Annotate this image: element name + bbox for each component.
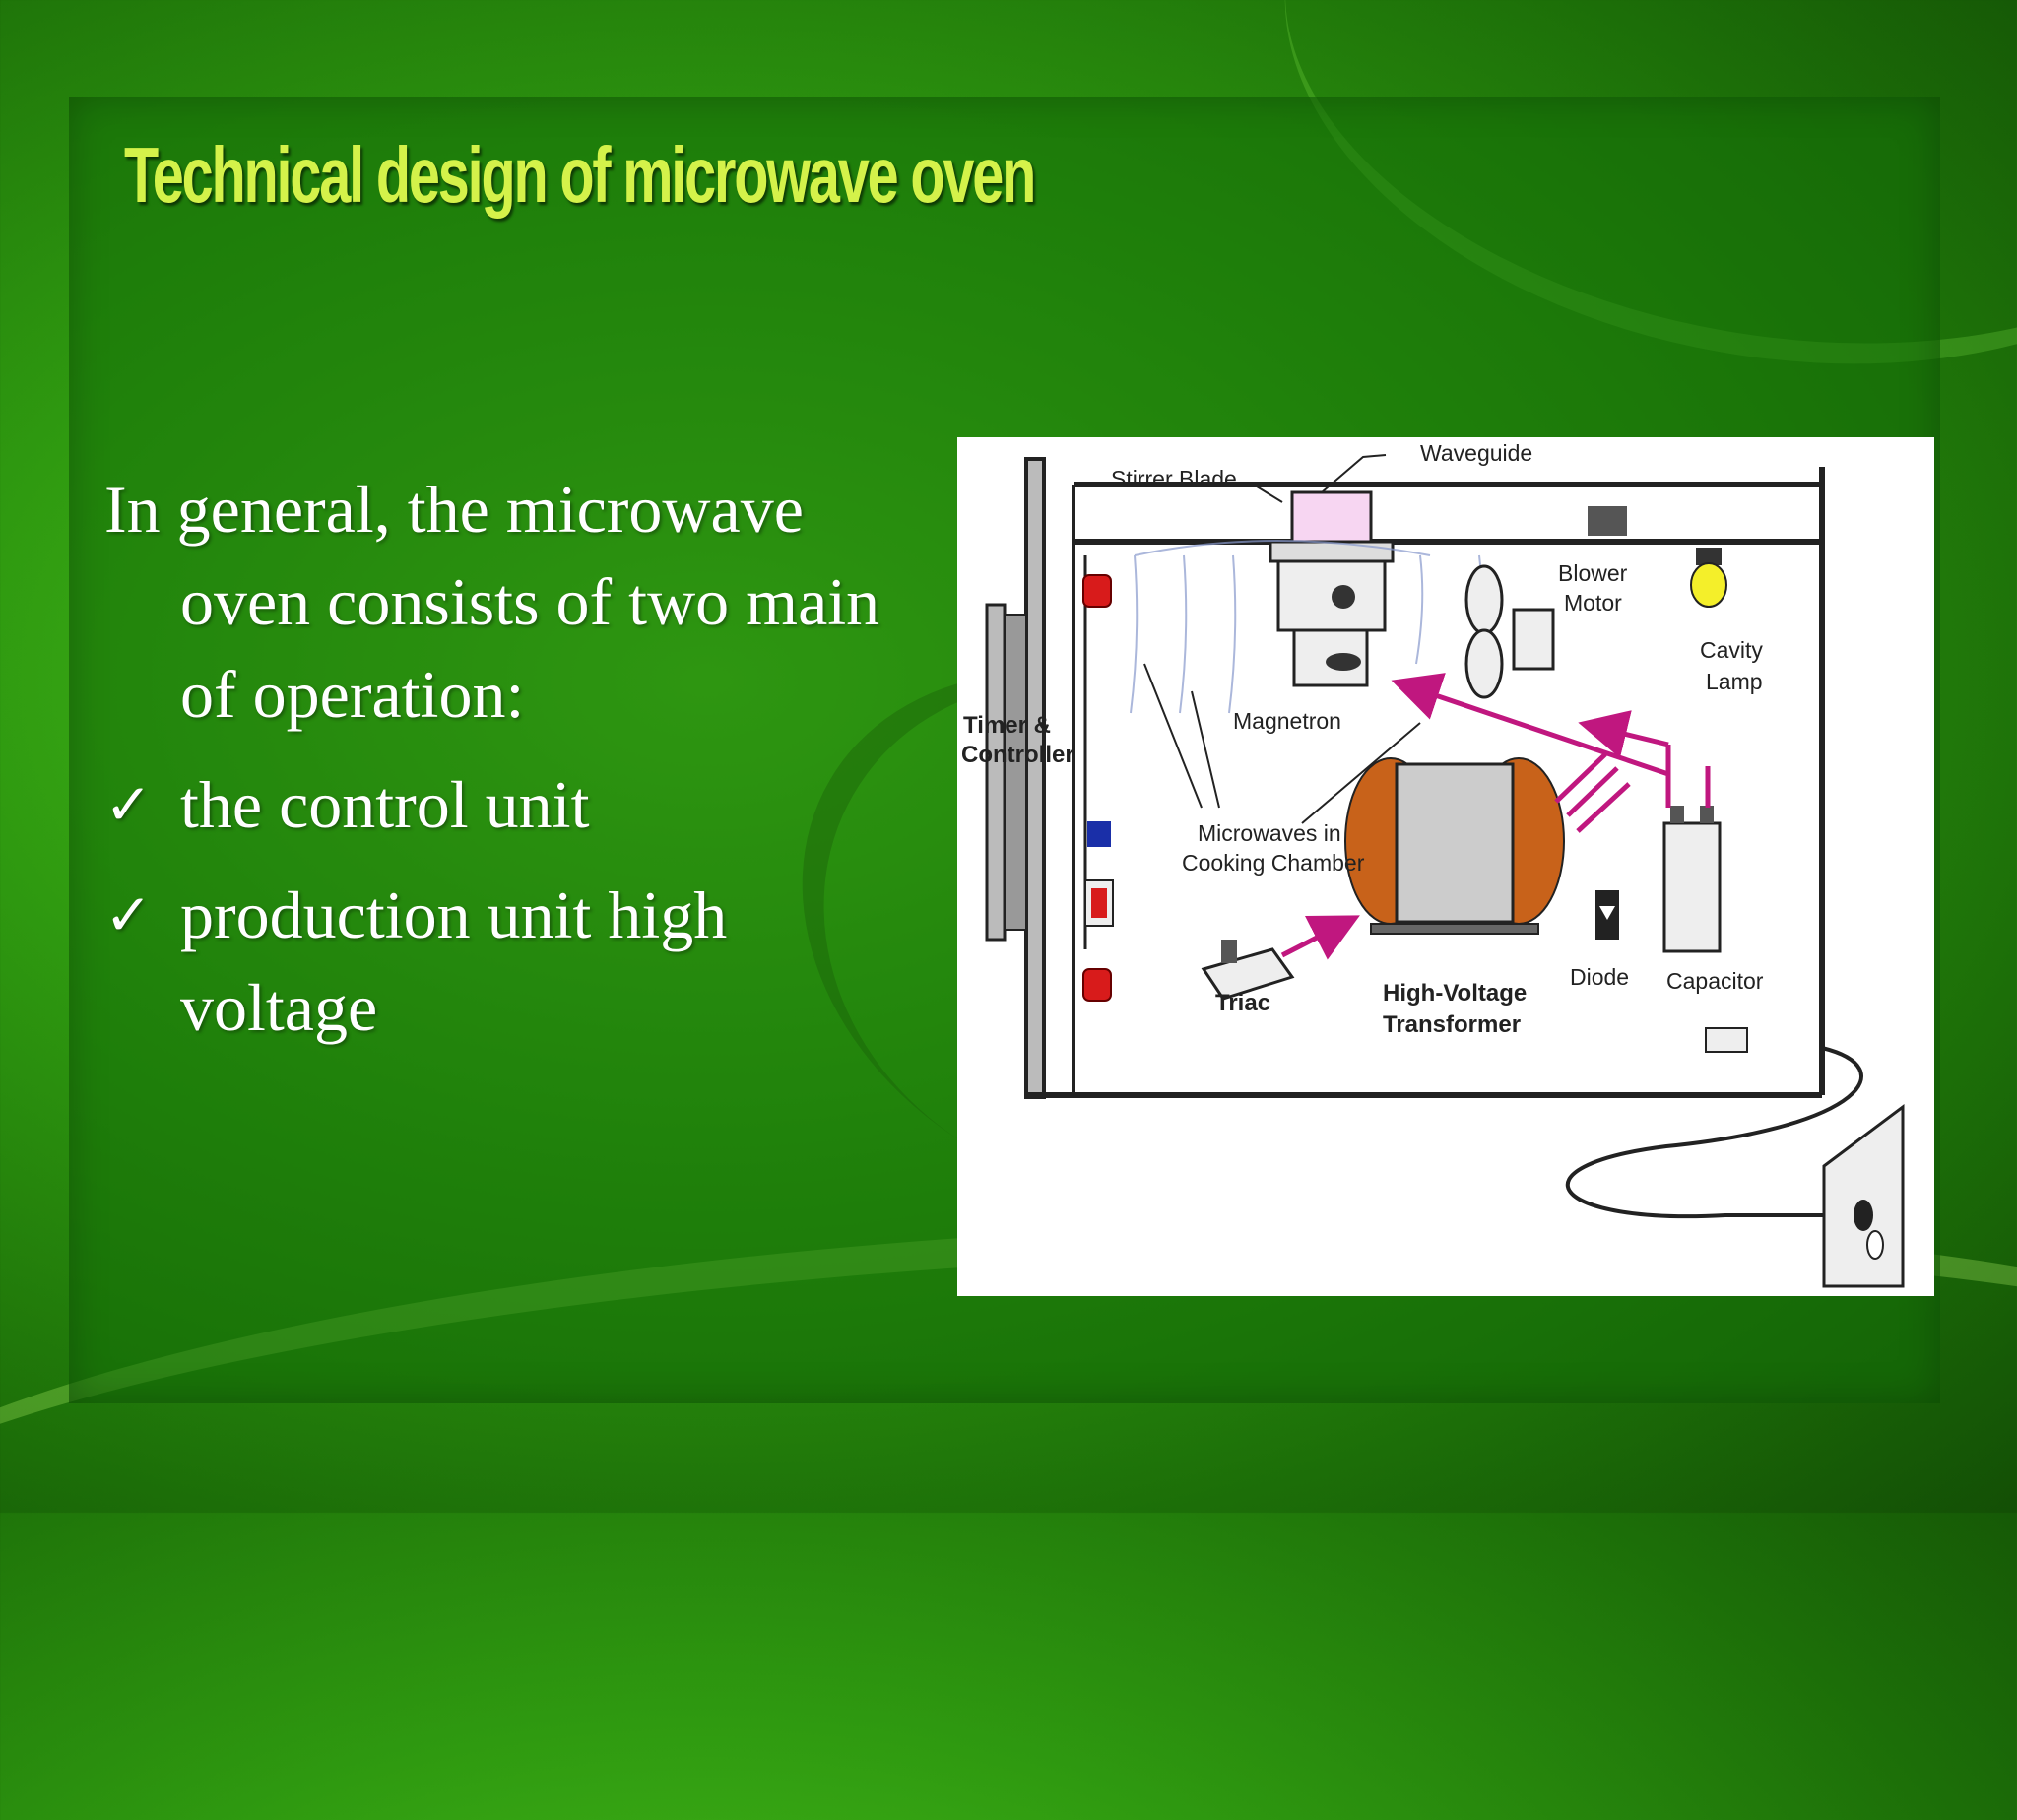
power-cord (1565, 1027, 1905, 1288)
label-blower-motor: Motor (1564, 590, 1622, 616)
bullet-text: production unit high voltage (180, 878, 728, 1045)
label-cavity-lamp: Cavity (1700, 637, 1763, 663)
blower-motor (1464, 506, 1627, 699)
label-cavity-lamp: Lamp (1706, 669, 1763, 694)
magnetron-assembly (1269, 490, 1395, 687)
hv-transformer (1344, 757, 1565, 935)
capacitor (1662, 806, 1722, 953)
checkmark-icon: ✓ (104, 881, 153, 948)
label-triac: Triac (1215, 990, 1270, 1016)
intro-paragraph: In general, the microwave oven consists … (104, 472, 880, 732)
diode (1595, 890, 1619, 940)
microwave-diagram: Waveguide Stirrer Blade Blower Motor Cav… (957, 437, 1934, 1296)
label-timer-controller: Timer & (963, 712, 1051, 739)
bullet-item: ✓ production unit high voltage (104, 869, 912, 1054)
label-timer-controller: Controller (961, 742, 1074, 768)
label-hv-transformer: High-Voltage (1383, 980, 1527, 1007)
bullet-text: the control unit (180, 767, 590, 842)
energy-arrows (1280, 673, 1711, 960)
checkmark-icon: ✓ (104, 771, 153, 838)
triac (1201, 940, 1295, 1001)
leader-lines (1143, 454, 1421, 824)
label-waveguide: Waveguide (1420, 440, 1532, 466)
cavity-lamp (1690, 548, 1727, 608)
label-stirrer-blade: Stirrer Blade (1111, 466, 1237, 491)
label-microwaves: Microwaves in (1198, 820, 1341, 846)
slide-title: Technical design of microwave oven (124, 131, 1036, 219)
microwave-waves (1130, 540, 1483, 714)
bullet-item: ✓ the control unit (104, 758, 912, 851)
label-capacitor: Capacitor (1666, 968, 1764, 994)
label-microwaves: Cooking Chamber (1182, 850, 1365, 876)
label-diode: Diode (1570, 964, 1629, 990)
slide-body: In general, the microwave oven consists … (104, 463, 912, 1054)
control-board (1082, 574, 1114, 1002)
label-blower-motor: Blower (1558, 560, 1628, 586)
microwave-diagram-svg: Waveguide Stirrer Blade Blower Motor Cav… (961, 440, 1905, 1288)
oven-frame (985, 457, 1825, 1099)
label-hv-transformer: Transformer (1383, 1011, 1521, 1038)
label-magnetron: Magnetron (1233, 708, 1341, 734)
